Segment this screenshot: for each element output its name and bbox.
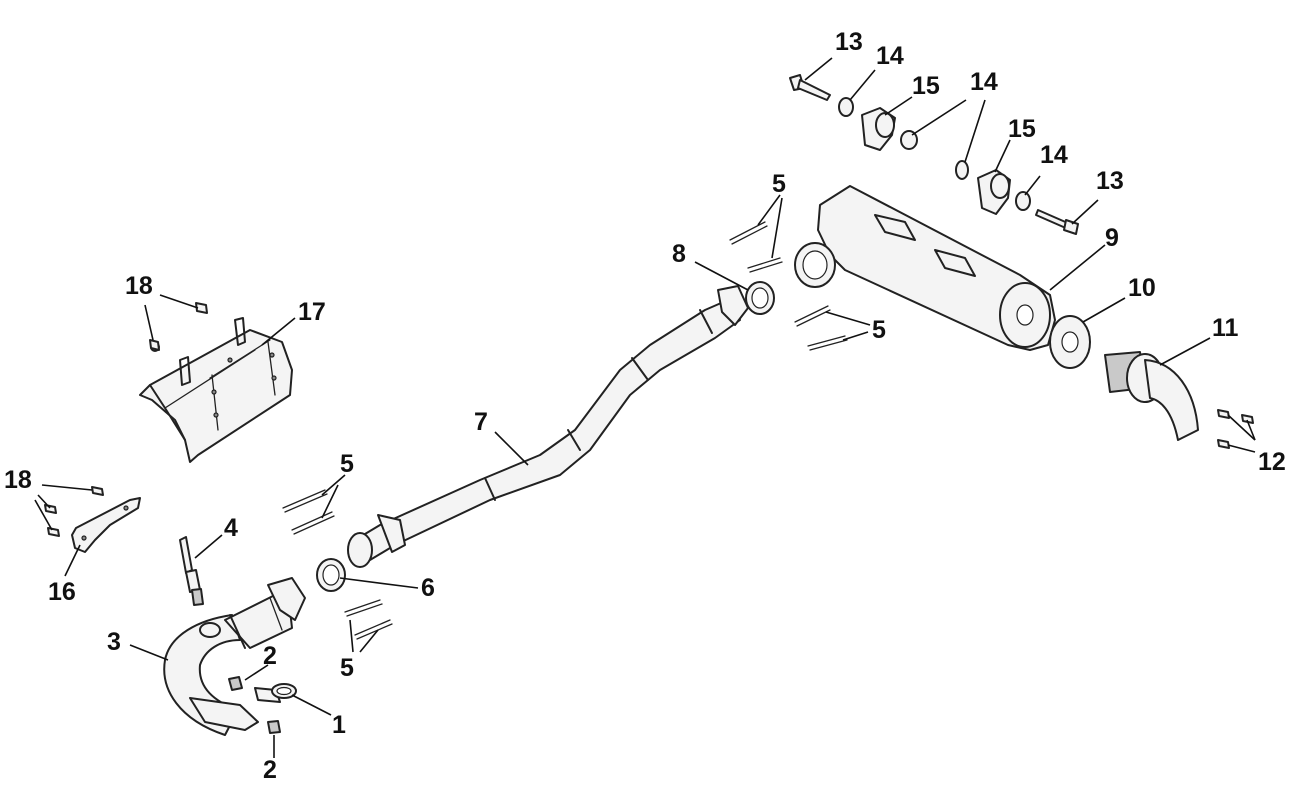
washer-14-a bbox=[838, 97, 854, 117]
bolt-13-upper bbox=[789, 74, 831, 101]
callout-5-right: 5 bbox=[872, 316, 886, 344]
callout-12: 12 bbox=[1258, 448, 1286, 476]
spring-5-group-c bbox=[729, 221, 783, 273]
callout-3: 3 bbox=[107, 628, 121, 656]
spring-5-group-a bbox=[282, 489, 335, 535]
callout-2-lower: 2 bbox=[263, 756, 277, 784]
header-pipe-3-part bbox=[163, 577, 306, 736]
nut-2-lower bbox=[267, 720, 281, 734]
callout-13-upper: 13 bbox=[835, 28, 863, 56]
washer-14-c bbox=[955, 160, 969, 180]
spring-5-group-d bbox=[794, 305, 848, 351]
callout-14-b: 14 bbox=[970, 68, 998, 96]
callout-15-upper: 15 bbox=[912, 72, 940, 100]
gasket-8-part bbox=[745, 281, 775, 315]
gasket-6-part bbox=[316, 558, 346, 592]
callout-labels: 1 2 2 3 4 5 5 5 5 6 7 8 9 10 11 12 13 13… bbox=[4, 28, 1286, 784]
callout-9: 9 bbox=[1105, 224, 1119, 252]
callout-18-upper: 18 bbox=[125, 272, 153, 300]
callout-7: 7 bbox=[474, 408, 488, 436]
bolt-18-upper bbox=[149, 302, 208, 352]
callout-4: 4 bbox=[224, 514, 238, 542]
bracket-16-part bbox=[44, 486, 141, 553]
bushing-15-lower bbox=[977, 169, 1011, 215]
washer-14-d bbox=[1015, 191, 1031, 211]
nut-2-upper bbox=[228, 676, 243, 691]
callout-10: 10 bbox=[1128, 274, 1156, 302]
callout-1: 1 bbox=[332, 711, 346, 739]
gasket-1-part bbox=[271, 683, 297, 699]
callout-5-upper: 5 bbox=[772, 170, 786, 198]
callout-11: 11 bbox=[1212, 314, 1239, 342]
leader-lines bbox=[34, 57, 1256, 758]
spring-5-group-b bbox=[344, 599, 393, 640]
muffler-9-part bbox=[794, 185, 1056, 351]
tail-pipe-11-part bbox=[1104, 351, 1199, 441]
callout-6: 6 bbox=[421, 574, 435, 602]
callout-14-a: 14 bbox=[876, 42, 904, 70]
callout-14-c: 14 bbox=[1040, 141, 1068, 169]
callout-2-upper: 2 bbox=[263, 642, 277, 670]
callout-15-lower: 15 bbox=[1008, 115, 1036, 143]
callout-16: 16 bbox=[48, 578, 76, 606]
bolt-12-group bbox=[1217, 409, 1254, 449]
washer-14-b bbox=[900, 130, 918, 150]
oxygen-sensor-4-part bbox=[179, 536, 204, 606]
heat-shield-part bbox=[139, 317, 293, 463]
callout-17: 17 bbox=[298, 298, 326, 326]
callout-18-lower: 18 bbox=[4, 466, 32, 494]
bushing-15-upper bbox=[861, 107, 896, 151]
callout-5-lower: 5 bbox=[340, 654, 354, 682]
callout-13-lower: 13 bbox=[1096, 167, 1124, 195]
bolt-13-lower bbox=[1035, 209, 1079, 235]
mid-pipe-7-part bbox=[347, 285, 749, 568]
callout-5-middle: 5 bbox=[340, 450, 354, 478]
callout-8: 8 bbox=[672, 240, 686, 268]
gasket-10-part bbox=[1049, 315, 1091, 369]
